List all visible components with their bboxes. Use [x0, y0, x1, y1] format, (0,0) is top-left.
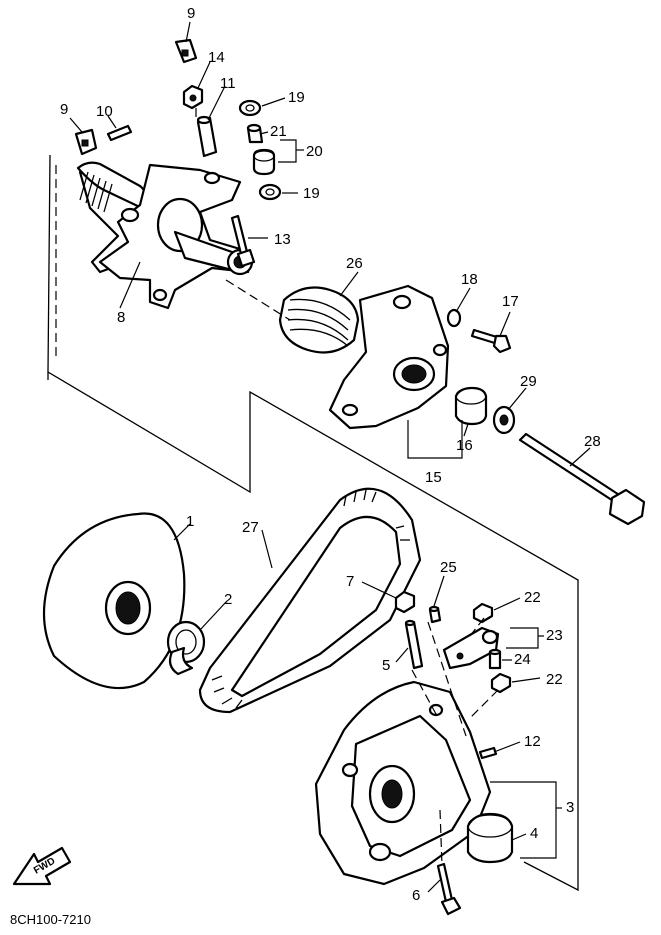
nut-part-22-upper	[472, 602, 494, 624]
callout-18: 18	[461, 271, 478, 288]
washer-part-29	[492, 405, 516, 435]
thread-section	[79, 171, 113, 213]
washer-part-18	[446, 308, 462, 328]
callout-labels: 9 14 11 19 9 10 21 20 19 13 8 26 18 17 2…	[60, 5, 601, 904]
callout-22-lower: 22	[546, 671, 563, 688]
callout-19-upper: 19	[288, 89, 305, 106]
callout-28: 28	[584, 433, 601, 450]
bushing-part-21	[246, 123, 264, 144]
callout-16: 16	[456, 437, 473, 454]
pin-part-25	[428, 605, 442, 624]
pin-part-5	[404, 619, 424, 670]
callout-26: 26	[346, 255, 363, 272]
callout-24: 24	[514, 651, 531, 668]
callout-23: 23	[546, 627, 563, 644]
callout-14: 14	[208, 49, 225, 66]
callout-20: 20	[306, 143, 323, 160]
sheave-part-1	[42, 512, 186, 690]
callout-13: 13	[274, 231, 291, 248]
callout-27: 27	[242, 519, 259, 536]
bolt-part-6	[436, 862, 462, 916]
assembly-frame-lines	[47, 154, 579, 892]
callout-9-left: 9	[60, 101, 68, 118]
bushing-part-16	[454, 386, 488, 426]
callout-4: 4	[530, 825, 538, 842]
callout-19-lower: 19	[303, 185, 320, 202]
diagram-code: 8CH100-7210	[10, 912, 91, 927]
callout-5: 5	[382, 657, 390, 674]
forward-arrow-icon: FWD	[12, 846, 72, 886]
callout-11: 11	[220, 75, 236, 92]
roller-part-24	[488, 648, 502, 670]
callout-8: 8	[117, 309, 125, 326]
callout-22-upper: 22	[524, 589, 541, 606]
callout-9-upper: 9	[187, 5, 195, 22]
nut-part-14	[182, 84, 204, 110]
callout-25: 25	[440, 559, 457, 576]
bolt-part-13	[230, 214, 256, 268]
callout-7: 7	[346, 573, 354, 590]
callout-2: 2	[224, 591, 232, 608]
primary-housing-part-3	[314, 680, 492, 886]
belt-teeth	[211, 489, 410, 709]
clip-part-9-upper	[174, 38, 198, 64]
clip-part-9-left	[74, 128, 98, 156]
callout-6: 6	[412, 887, 420, 904]
screw-part-12	[478, 746, 498, 760]
callout-10: 10	[96, 103, 113, 120]
bushing-part-20	[252, 148, 276, 176]
nut-part-7	[394, 590, 416, 614]
callout-3: 3	[566, 799, 574, 816]
cam-cover-part-15	[328, 284, 450, 430]
bolt-part-17	[470, 328, 512, 354]
bearing-part-2	[166, 620, 206, 676]
callout-21: 21	[270, 123, 287, 140]
alignment-dashes	[55, 108, 499, 867]
callout-1: 1	[186, 513, 194, 530]
nut-part-22-lower	[490, 672, 512, 694]
pin-part-10	[106, 124, 133, 142]
callout-17: 17	[502, 293, 519, 310]
bolt-part-28	[518, 432, 646, 526]
bushing-part-4	[466, 812, 514, 864]
washer-part-19-lower	[258, 183, 282, 201]
callout-29: 29	[520, 373, 537, 390]
washer-part-19-upper	[238, 99, 262, 117]
secondary-sheave-part-8	[76, 161, 254, 310]
leader-lines	[69, 21, 591, 893]
drive-belt-part-27	[198, 487, 422, 714]
callout-12: 12	[524, 733, 541, 750]
callout-15: 15	[425, 469, 442, 486]
pin-part-11	[196, 115, 218, 158]
spring-part-26	[278, 286, 360, 354]
